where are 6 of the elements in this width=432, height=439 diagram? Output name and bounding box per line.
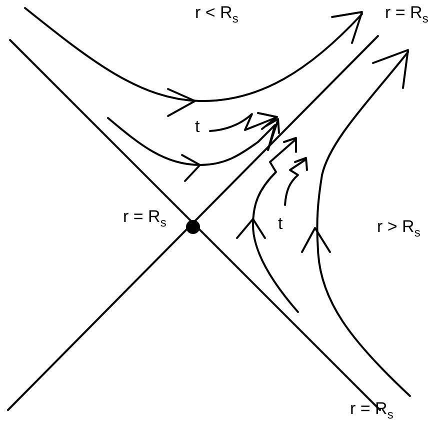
axis-label: t <box>278 215 283 233</box>
region-label: r < R$_{s}$ <box>195 4 238 28</box>
region-label: r = R$_{s}$ <box>385 4 428 28</box>
region-label: r = R$_{s}$ <box>123 208 166 232</box>
axis-label: t <box>195 118 200 136</box>
region-label: r > R$_{s}$ <box>377 218 420 242</box>
